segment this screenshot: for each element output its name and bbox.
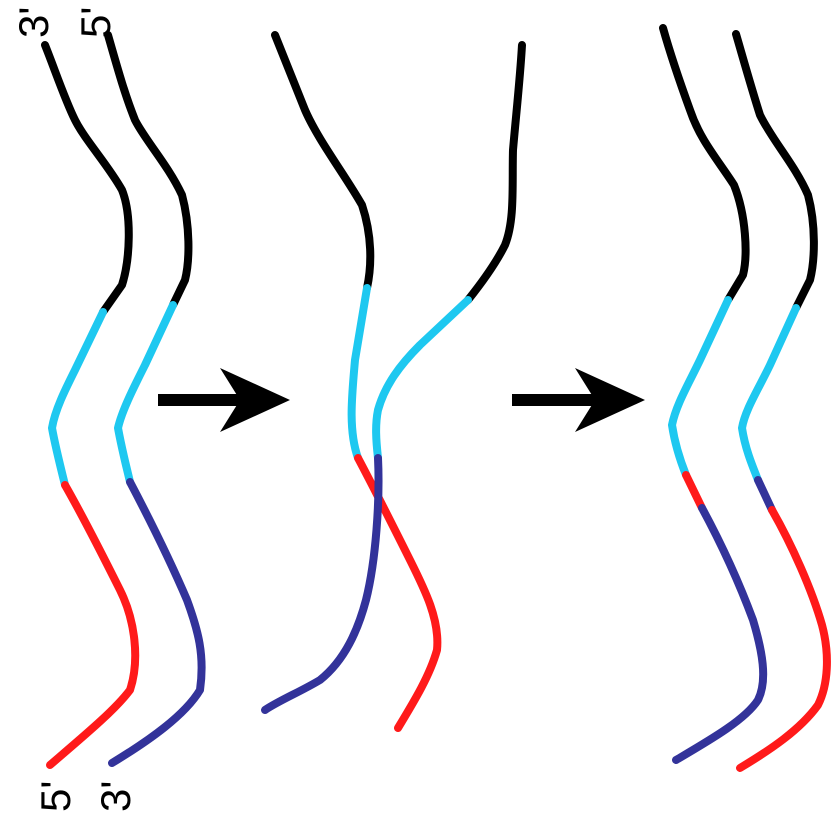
panel1-left-duplex xyxy=(52,312,103,485)
label-top-left-5prime: 5' xyxy=(72,7,119,38)
panel3-left-tail-red xyxy=(686,475,702,508)
panel1-right-duplex xyxy=(118,305,173,482)
end-labels: 3' 5' 5' 3' xyxy=(10,7,139,812)
label-bottom-left-3prime: 3' xyxy=(92,781,139,812)
panel3-left-duplex xyxy=(672,300,728,475)
panel3-right-duplex xyxy=(742,308,796,480)
arrow-1 xyxy=(158,368,290,432)
panel3-right-tail-blue xyxy=(758,480,772,510)
arrow-2 xyxy=(512,368,645,432)
panel2-right-duplex xyxy=(376,300,468,458)
panel2-right-tail-blue xyxy=(265,458,379,710)
panel-exchanged xyxy=(663,28,827,768)
panel1-left-arm xyxy=(45,45,129,312)
panel1-left-tail-red xyxy=(50,485,135,765)
panel3-left-arm xyxy=(663,28,746,300)
panel2-right-arm xyxy=(468,45,522,300)
panel3-right-tail-red xyxy=(740,510,827,768)
label-bottom-left-5prime: 5' xyxy=(32,781,79,812)
panel1-right-arm xyxy=(108,35,188,305)
label-top-left-3prime: 3' xyxy=(10,7,57,38)
panel1-right-tail-blue xyxy=(112,482,202,763)
panel3-left-tail-blue xyxy=(676,508,763,760)
panel2-left-duplex xyxy=(352,288,367,458)
panel2-left-arm xyxy=(275,35,370,288)
panel-crossing xyxy=(265,35,522,728)
